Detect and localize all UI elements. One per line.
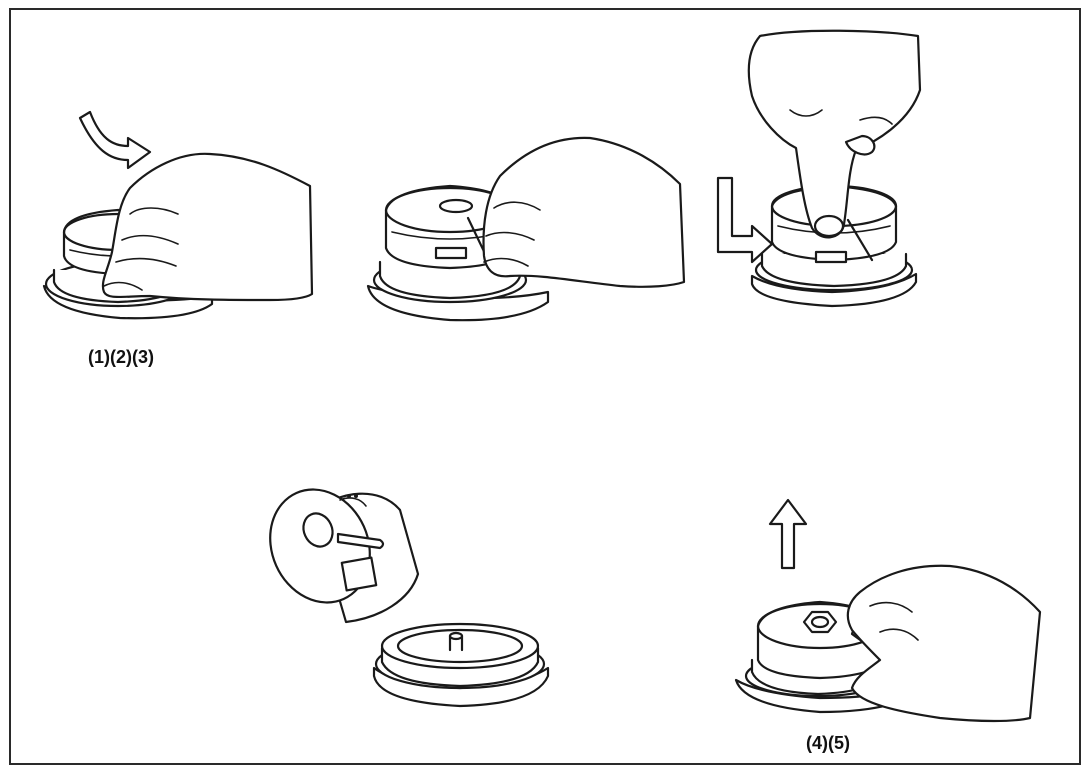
spool-removed xyxy=(269,488,420,624)
bent-arrow-icon xyxy=(716,176,774,264)
trimmer-head-base xyxy=(372,622,550,708)
step-4-illustration xyxy=(269,488,550,708)
step-2-illustration xyxy=(366,136,686,322)
up-arrow-icon xyxy=(768,498,808,570)
curved-arrow-icon xyxy=(78,110,152,170)
step-5-illustration xyxy=(734,498,1042,723)
hand xyxy=(482,136,686,288)
step-1-illustration xyxy=(42,110,314,320)
hand xyxy=(846,564,1042,723)
step-caption: (1)(2)(3) xyxy=(88,347,154,367)
step-caption: (4)(5) xyxy=(806,733,850,753)
hand xyxy=(101,152,314,302)
step-3-illustration xyxy=(716,29,922,308)
